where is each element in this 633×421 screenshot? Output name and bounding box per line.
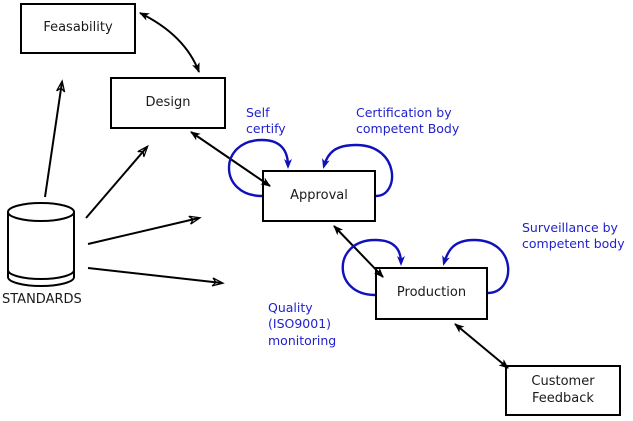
node-design[interactable]: Design: [110, 77, 226, 129]
node-feasability-label: Feasability: [43, 20, 113, 36]
loop-self-certify: [227, 138, 292, 198]
node-production-label: Production: [396, 285, 467, 301]
flow-standards-feasability: [44, 82, 62, 198]
annotation-self-certify: Self certify: [246, 105, 286, 137]
node-approval-label: Approval: [290, 187, 348, 203]
flow-approval-production: [333, 225, 384, 278]
loop-surveillance-by-competent-body: [442, 238, 510, 295]
standards-datastore-label: STANDARDS: [2, 292, 82, 307]
flow-standards-approval: [87, 218, 199, 245]
flow-feasability-design: [139, 12, 200, 73]
flow-production-customer-feedback: [454, 323, 509, 369]
node-customer-feedback-label: Customer Feedback: [531, 374, 595, 406]
flow-standards-design: [85, 147, 147, 219]
flow-standards-production: [87, 267, 222, 283]
loop-quality-monitoring: [341, 238, 405, 297]
node-approval[interactable]: Approval: [262, 170, 376, 222]
node-customer-feedback[interactable]: Customer Feedback: [505, 365, 621, 416]
node-feasability[interactable]: Feasability: [20, 3, 136, 54]
annotation-quality-iso9001-monitoring: Quality (ISO9001) monitoring: [268, 300, 337, 348]
node-production[interactable]: Production: [375, 267, 488, 320]
annotation-surveillance-by-competent-body: Surveillance by competent body: [522, 220, 625, 252]
loop-certification-by-competent-body: [322, 143, 394, 198]
node-design-label: Design: [145, 94, 191, 110]
annotation-certification-by-competent-body: Certification by competent Body: [356, 105, 460, 137]
standards-datastore-shape: [7, 202, 75, 287]
